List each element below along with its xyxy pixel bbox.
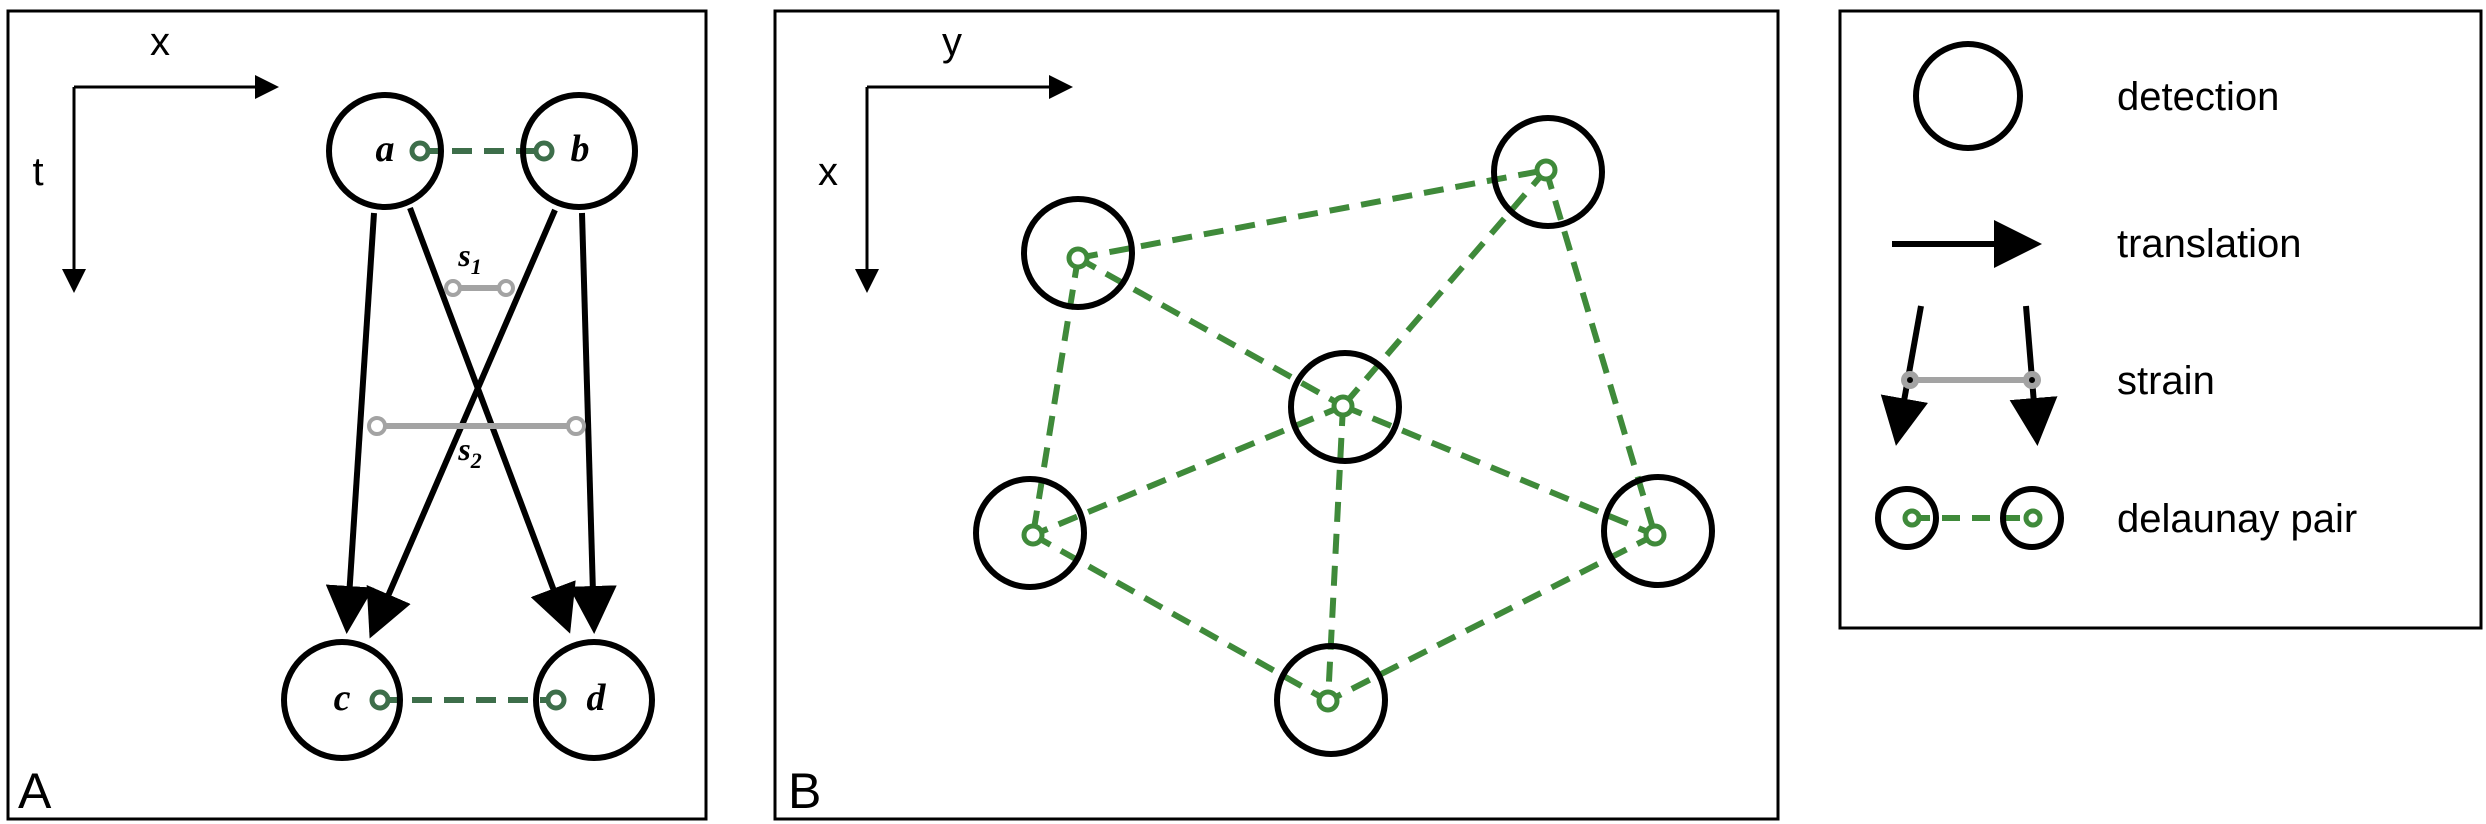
legend-delaunay: delaunay pair [1875,486,2357,550]
arrow-b-to-d [568,212,617,634]
edge-5-6 [1326,532,1657,704]
edge-1-2 [1077,167,1547,261]
edge-3-5 [1341,403,1657,538]
strain-s2-right-end [566,416,586,436]
detection-node-1-anchor [1066,246,1090,270]
legend-delaunay-right-node [2000,486,2064,550]
edge-3-6 [1325,405,1346,702]
legend-strain-label: strain [2117,359,2215,403]
detection-node-3 [1288,350,1402,464]
strain-s1-label: s1 [457,237,481,279]
panel-a-t-label: t [32,150,43,194]
legend-detection-symbol [1913,41,2023,151]
arrow-a-to-d [407,206,576,634]
detection-node-6-anchor [1316,689,1340,713]
legend-detection-label: detection [2117,75,2279,119]
node-c-anchor [369,689,391,711]
node-a: a [326,92,444,210]
legend-translation: translation [1892,220,2302,268]
arrow-a-to-c [325,212,377,634]
node-b-anchor [533,140,555,162]
legend-detection: detection [1913,41,2279,151]
detection-node-3-anchor [1331,394,1355,418]
strain-s2-label: s2 [457,431,481,473]
strain-s1: s1 [444,237,515,297]
arrow-b-to-c [366,208,558,639]
panel-a-nodes: a b c d [281,92,655,761]
strain-s1-right-end [497,279,515,297]
node-d-label: d [587,677,607,719]
node-c: c [281,639,403,761]
strain-s2: s2 [367,416,586,473]
panel-a-label: A [18,763,52,819]
edge-1-3 [1076,255,1345,409]
panel-a-axes: x t [32,20,279,293]
panel-b-label: B [788,763,821,819]
detection-node-2-anchor [1534,158,1558,182]
panel-b-frame [773,9,1780,821]
detection-node-5-anchor [1643,523,1667,547]
legend: detection translation strain delaunay pa… [1838,9,2483,630]
node-b: b [520,92,638,210]
detection-node-5 [1601,474,1715,588]
detection-node-4-anchor [1021,523,1045,547]
detection-node-1 [1021,196,1135,310]
panel-b-x-label: x [818,150,838,194]
node-c-label: c [334,677,351,719]
panel-a-x-label: x [150,20,170,64]
edge-3-4 [1031,403,1345,538]
panel-b-axes: y x [818,20,1073,293]
strain-s2-left-end [367,416,387,436]
node-d: d [533,639,655,761]
legend-frame [1838,9,2483,630]
node-a-anchor [409,140,431,162]
node-d-anchor [545,689,567,711]
panel-b: y x [773,9,1780,821]
panel-a: x t s1 s2 [6,9,708,821]
legend-delaunay-left-node [1875,486,1939,550]
panel-b-nodes [973,115,1715,757]
edge-4-6 [1031,532,1330,704]
legend-delaunay-label: delaunay pair [2117,497,2357,541]
legend-strain: strain [1880,305,2215,446]
panel-a-translation-arrows [325,206,617,639]
node-a-label: a [376,128,395,170]
panel-b-delaunay-edges [1030,167,1658,704]
detection-node-2 [1491,115,1605,229]
node-b-label: b [571,128,590,170]
detection-node-4 [973,476,1087,590]
panel-a-frame [6,9,708,821]
strain-s1-left-end [444,279,462,297]
detection-node-6 [1274,643,1388,757]
panel-b-y-label: y [942,20,962,64]
legend-translation-label: translation [2117,222,2302,266]
